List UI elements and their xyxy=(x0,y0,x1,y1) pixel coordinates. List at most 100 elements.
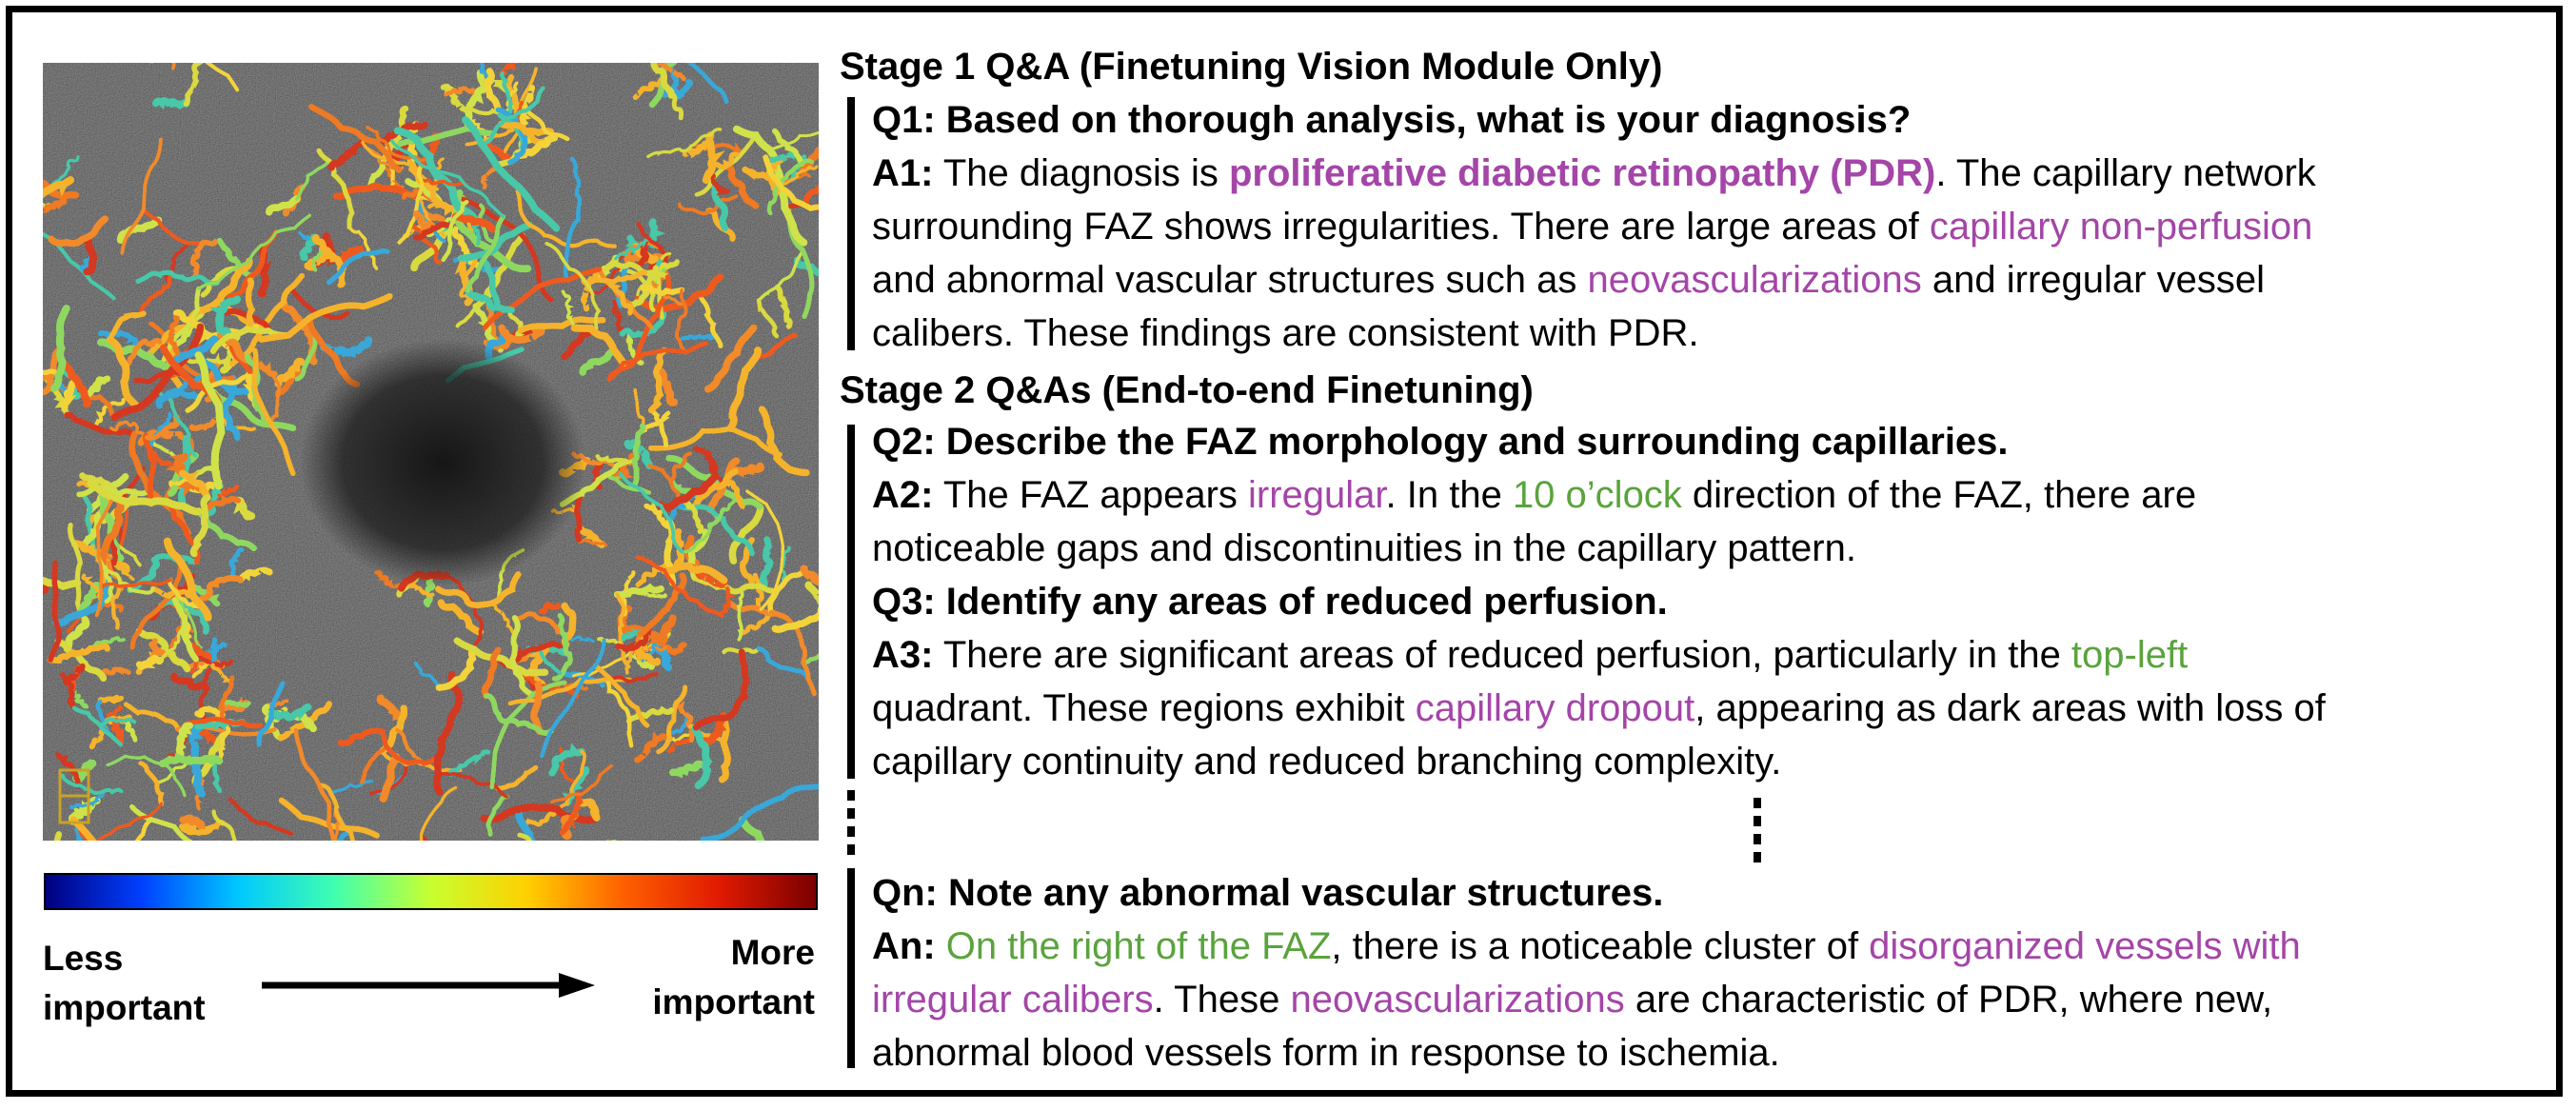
vessel-segment xyxy=(704,324,758,393)
vessel-segment xyxy=(161,287,201,363)
vessel-segment xyxy=(334,245,365,267)
vessel-segment xyxy=(60,377,82,410)
vessel-segment xyxy=(519,806,560,827)
vessel-segment xyxy=(150,585,196,599)
vessel-segment xyxy=(197,213,311,291)
a1-line3: and abnormal vascular structures such as… xyxy=(872,253,2265,307)
a3-label: A3: xyxy=(872,634,934,676)
vessel-segment xyxy=(178,469,211,502)
vessel-segment xyxy=(436,771,509,799)
a1-text: The diagnosis is xyxy=(933,152,1229,194)
vessel-segment xyxy=(327,139,367,171)
vessel-segment xyxy=(465,287,515,313)
vessel-segment xyxy=(208,295,241,341)
vessel-segment xyxy=(183,63,205,107)
vessel-segment xyxy=(451,212,496,233)
vessel-segment xyxy=(647,347,668,414)
a1-text: . The capillary network xyxy=(1935,152,2316,194)
vessel-segment xyxy=(368,763,408,796)
vessel-segment xyxy=(106,336,143,412)
a3-location-highlight: top-left xyxy=(2071,634,2189,676)
vessel-segment xyxy=(237,566,273,584)
vessel-segment xyxy=(458,221,533,262)
less-label-line1: Less xyxy=(43,939,124,978)
vessel-segment xyxy=(579,346,618,376)
vessel-segment xyxy=(692,467,739,511)
vessel-segment xyxy=(606,341,708,382)
vessel-segment xyxy=(412,210,437,232)
vessel-segment xyxy=(43,231,116,301)
vessel-segment xyxy=(179,814,207,836)
vessel-segment xyxy=(278,797,380,839)
vessel-segment xyxy=(732,125,808,247)
vessel-segment xyxy=(55,752,81,789)
vessel-segment xyxy=(682,139,714,159)
vessel-segment xyxy=(43,176,74,199)
vessel-segment xyxy=(71,705,124,747)
vessel-segment xyxy=(650,63,675,99)
vessel-segment xyxy=(595,454,637,465)
vessel-segment xyxy=(54,638,108,682)
vessel-segment xyxy=(619,471,684,554)
a1-diagnosis-highlight: proliferative diabetic retinopathy (PDR) xyxy=(1229,152,1936,194)
vessel-segment xyxy=(69,790,105,809)
vessel-segment xyxy=(441,200,469,262)
vessel-segment xyxy=(94,499,113,618)
stage1-bracket xyxy=(847,97,855,350)
vessel-segment xyxy=(466,214,505,293)
vessel-segment xyxy=(188,723,207,758)
vessel-segment xyxy=(498,322,545,344)
vessel-segment xyxy=(265,195,301,216)
vessel-segment xyxy=(217,725,231,763)
vessel-segment xyxy=(48,560,62,663)
vessel-segment xyxy=(680,507,725,554)
vessel-segment xyxy=(76,485,151,498)
an-location-highlight: On the right of the FAZ xyxy=(945,925,1332,967)
vessel-segment xyxy=(566,635,595,644)
vessel-segment xyxy=(366,126,431,162)
vessel-segment xyxy=(327,248,390,286)
vessel-segment xyxy=(81,375,111,400)
vessel-segment xyxy=(139,270,174,313)
vessel-segment xyxy=(657,473,719,511)
vessel-segment xyxy=(195,508,257,551)
vessel-segment xyxy=(576,798,601,822)
vessel-segment xyxy=(412,221,455,241)
vessel-segment xyxy=(697,291,723,348)
vessel-segment xyxy=(548,743,585,777)
vessel-segment xyxy=(332,183,420,200)
vessel-segment xyxy=(70,759,97,783)
vessel-segment xyxy=(109,420,148,438)
vessel-segment xyxy=(413,662,441,689)
an-highlight: neovascularizations xyxy=(1290,979,1625,1021)
a1-text: surrounding FAZ shows irregularities. Th… xyxy=(872,206,1930,248)
a2-line1: A2: The FAZ appears irregular. In the 10… xyxy=(872,468,2196,522)
vessel-segment xyxy=(702,131,725,185)
vessel-segment xyxy=(159,627,186,662)
vessel-segment xyxy=(651,63,686,82)
vessel-segment xyxy=(268,704,312,722)
continuation-dots xyxy=(1754,798,1761,870)
vessel-segment xyxy=(723,162,760,209)
vessel-segment xyxy=(745,489,784,611)
vessel-segment xyxy=(530,681,544,735)
vessel-segment xyxy=(43,368,62,378)
vessel-segment xyxy=(79,511,103,549)
vessel-segment xyxy=(374,569,404,591)
vessel-segment xyxy=(116,216,163,245)
vessel-segment xyxy=(641,284,685,296)
vessel-segment xyxy=(308,104,403,173)
vessel-segment xyxy=(617,267,656,312)
vessel-segment xyxy=(43,576,82,591)
vessel-segment xyxy=(700,783,819,841)
vessel-segment xyxy=(129,558,187,650)
vessel-segment xyxy=(648,407,668,447)
vessel-segment xyxy=(43,198,68,214)
stage2-bracket-lower xyxy=(847,868,855,1068)
vessel-segment xyxy=(661,562,728,585)
vessel-segment xyxy=(123,702,181,732)
vessel-segment xyxy=(507,311,525,343)
vessel-segment xyxy=(97,694,124,704)
vessel-segment xyxy=(43,579,52,596)
vessel-segment xyxy=(295,159,331,201)
